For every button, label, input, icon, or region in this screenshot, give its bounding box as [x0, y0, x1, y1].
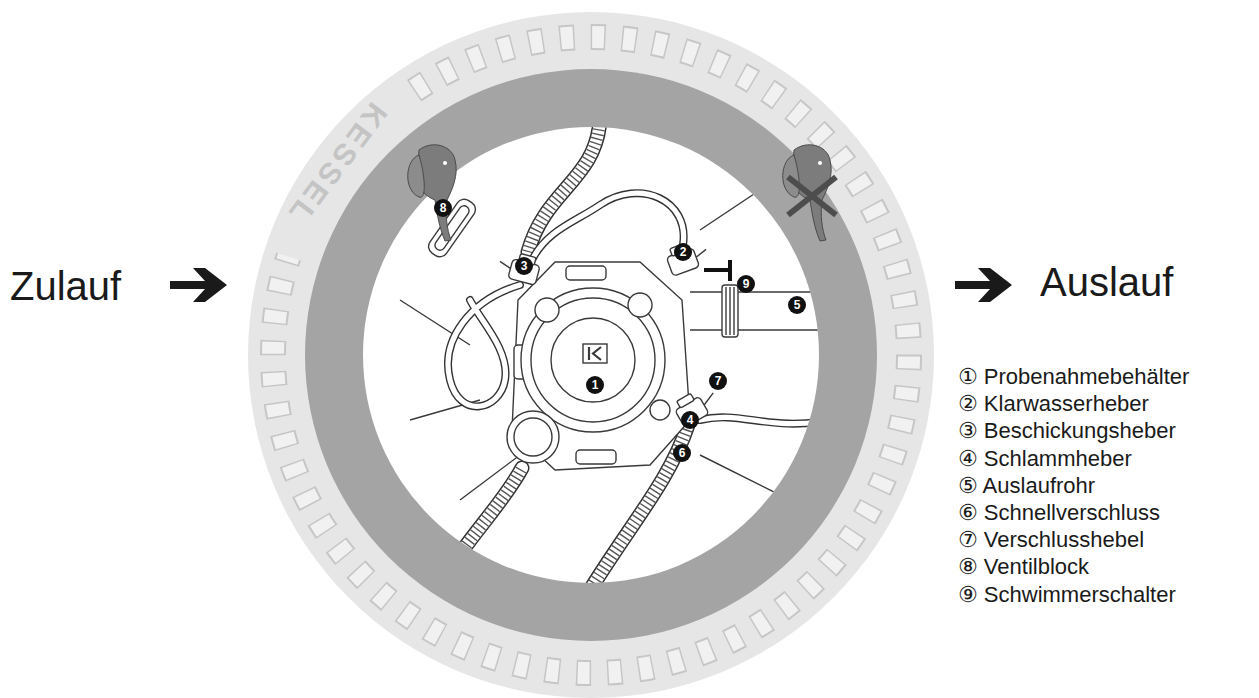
support-strut [400, 190, 790, 500]
legend-item: ① Probenahmebehälter [958, 366, 1189, 388]
callout-number: 6 [679, 447, 686, 459]
callout-number: 3 [521, 260, 528, 272]
callout-number: 7 [715, 375, 722, 387]
brand-logo [583, 344, 607, 363]
legend-item: ④ Schlammheber [958, 448, 1132, 470]
flow-label: Zulauf [10, 266, 121, 306]
hose-port [650, 400, 670, 420]
legend-item: ⑤ Auslaufrohr [958, 475, 1095, 497]
callout-number: 2 [680, 246, 687, 258]
flow-label: Auslauf [1040, 262, 1173, 302]
legend-item: ⑨ Schwimmerschalter [958, 584, 1176, 606]
plant-equipment [400, 120, 830, 590]
callout-disc [434, 199, 806, 462]
flow-arrow [955, 268, 1012, 302]
legend-item: ③ Beschickungsheber [958, 420, 1176, 442]
callout-number: 1 [592, 379, 599, 391]
valve-block [425, 196, 478, 260]
pipe-ribs [726, 287, 734, 335]
legend-item: ⑥ Schnellverschluss [958, 502, 1160, 524]
tread-outline [273, 37, 909, 673]
hose-port [535, 298, 559, 322]
brand-text: KESSEL [282, 97, 393, 230]
callout-number: 4 [687, 414, 694, 426]
air-pipe-bore [514, 418, 552, 456]
lifter-clamp [496, 249, 542, 285]
outlet-pipe [690, 292, 830, 330]
cover-ring [248, 12, 934, 698]
hose-port [628, 293, 652, 317]
elephant-allowed [408, 145, 456, 241]
container-lid [551, 318, 635, 402]
callout-number: 9 [743, 278, 750, 290]
tread-fill [273, 37, 909, 673]
legend-item: ② Klarwasserheber [958, 393, 1149, 415]
callout-number: 5 [794, 299, 801, 311]
plate-slot [566, 266, 606, 280]
shaft-opening [363, 127, 819, 583]
corrugated-hose [445, 120, 688, 590]
elephant-forbidden [783, 145, 836, 241]
brand-logo-mark [589, 347, 601, 360]
callout-number: 8 [440, 202, 447, 214]
sample-container [521, 288, 665, 432]
flow-arrow [170, 268, 227, 302]
plate-slot [576, 450, 616, 464]
air-pipe [507, 411, 559, 463]
shaft-ring [305, 69, 877, 641]
lifter-clamp [664, 237, 711, 276]
float-switch [704, 260, 730, 281]
legend-item: ⑧ Ventilblock [958, 556, 1089, 578]
legend-item: ⑦ Verschlusshebel [958, 529, 1144, 551]
pipe-collar [722, 285, 738, 337]
